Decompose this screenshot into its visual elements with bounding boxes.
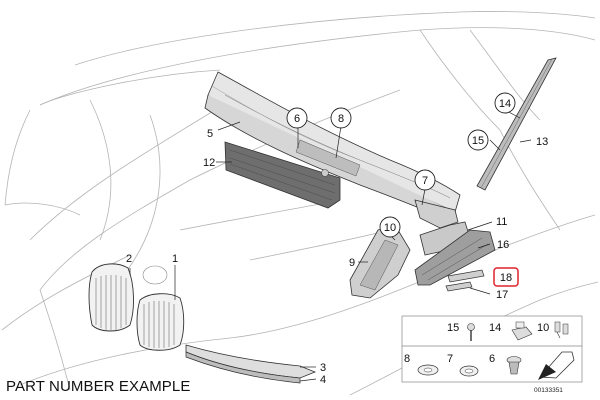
callout-circle <box>286 107 308 129</box>
key-14: 14 <box>489 322 501 334</box>
callout-6: 6 <box>294 113 300 125</box>
leader-lines <box>129 109 532 382</box>
key-6: 6 <box>489 353 495 365</box>
callout-3: 3 <box>320 362 326 374</box>
diagram-code: 00133351 <box>534 387 563 394</box>
callout-9: 9 <box>349 257 355 269</box>
callout-circle <box>379 216 401 238</box>
grommet-ring-icon <box>417 364 439 376</box>
callout-13: 13 <box>536 136 548 148</box>
callouts: 5 6 8 12 7 14 15 13 11 10 16 9 18 17 2 1… <box>126 92 548 386</box>
callout-18: 18 <box>500 272 512 284</box>
callout-circle <box>414 169 436 191</box>
callout-17: 17 <box>496 289 508 301</box>
callout-2: 2 <box>126 253 132 265</box>
key-8: 8 <box>404 353 410 365</box>
highlight-box <box>493 267 519 287</box>
arrow-icon <box>538 351 575 380</box>
screw-icon <box>467 323 475 341</box>
key-10: 10 <box>537 322 549 334</box>
part-insulation-strip <box>224 141 341 209</box>
callout-1: 1 <box>172 253 178 265</box>
grommet-ring-icon <box>459 365 479 377</box>
callout-circle <box>467 129 489 151</box>
callout-12: 12 <box>203 157 215 169</box>
clip-icon <box>511 321 533 341</box>
fastener-key: 15 14 10 8 7 6 <box>401 315 583 383</box>
callout-8: 8 <box>338 113 344 125</box>
caption: PART NUMBER EXAMPLE <box>6 378 191 395</box>
callout-15: 15 <box>472 135 484 147</box>
part-side-cover <box>414 221 496 286</box>
part-seal-strip <box>476 57 557 191</box>
part-small-plates <box>445 269 485 292</box>
push-clip-icon <box>506 356 522 375</box>
key-15: 15 <box>447 322 459 334</box>
part-front-strip <box>185 344 317 384</box>
key-7: 7 <box>447 353 453 365</box>
callout-circle <box>330 107 352 129</box>
part-kidney-grille <box>88 263 185 351</box>
callout-4: 4 <box>320 374 326 386</box>
part-cowl-panel <box>204 71 461 229</box>
callout-16: 16 <box>497 239 509 251</box>
callout-11: 11 <box>496 216 507 228</box>
rivet-clip-icon <box>554 321 569 339</box>
car-body-outline <box>1 11 599 396</box>
part-bracket-left <box>349 224 411 299</box>
callout-14: 14 <box>499 98 511 110</box>
callout-7: 7 <box>422 175 428 187</box>
callout-10: 10 <box>384 222 396 234</box>
callout-circle <box>494 92 516 114</box>
callout-5: 5 <box>207 128 213 140</box>
